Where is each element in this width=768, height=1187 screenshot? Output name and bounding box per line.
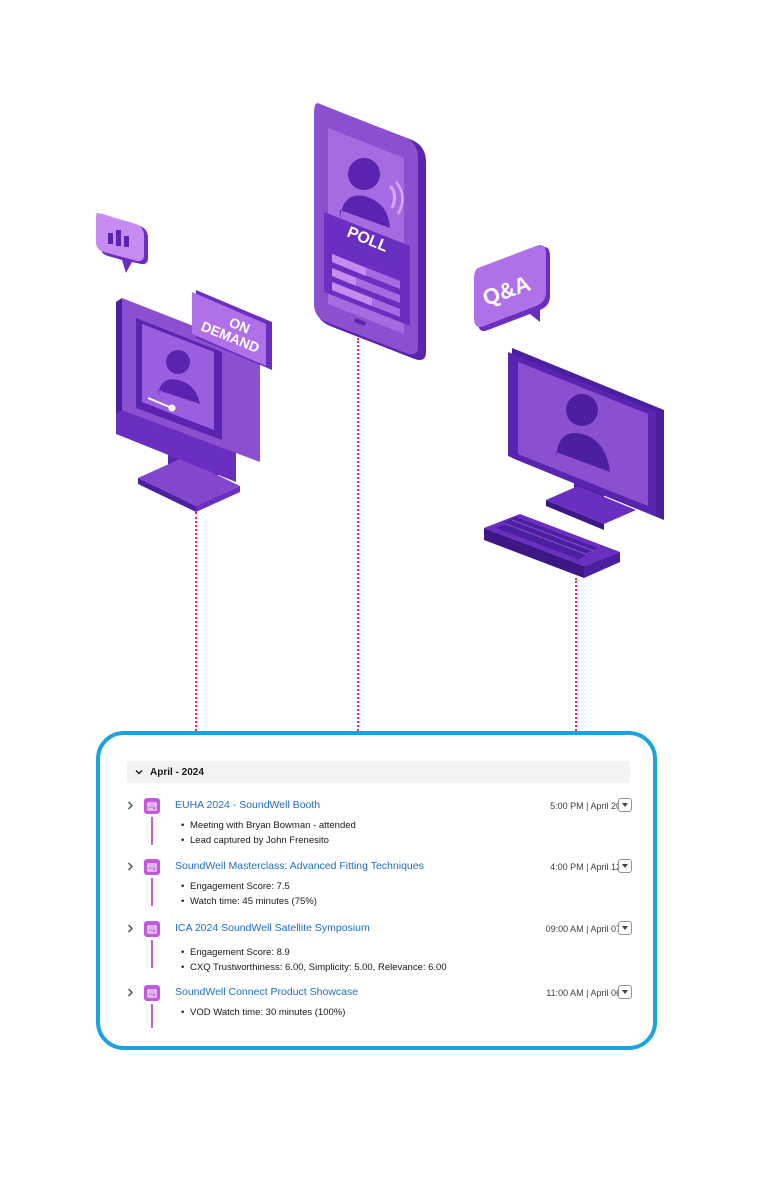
event-title-link[interactable]: EUHA 2024 - SoundWell Booth — [175, 799, 321, 811]
chevron-down-icon[interactable] — [135, 768, 143, 776]
caret-down-icon — [622, 803, 628, 807]
caret-down-icon — [622, 926, 628, 930]
event-actions-dropdown-button[interactable] — [618, 985, 632, 999]
event-time: 11:00 AM | April 06 — [546, 988, 621, 998]
on-demand-line1: ON — [227, 314, 252, 337]
event-detail-item: Meeting with Bryan Bowman - attended — [181, 818, 356, 833]
event-details: VOD Watch time: 30 minutes (100%) — [181, 1005, 345, 1020]
event-actions-dropdown-button[interactable] — [618, 921, 632, 935]
event-time: 4:00 PM | April 12 — [550, 862, 621, 872]
calendar-icon — [144, 921, 160, 937]
calendar-icon — [144, 985, 160, 1001]
timeline-line — [151, 1004, 153, 1028]
month-group-header[interactable]: April - 2024 — [127, 761, 630, 783]
event-detail-item: CXQ Trustworthiness: 6.00, Simplicity: 5… — [181, 960, 447, 975]
calendar-icon — [144, 798, 160, 814]
event-detail-item: Lead captured by John Frenesito — [181, 833, 356, 848]
on-demand-monitor-icon: ON DEMAND — [116, 290, 272, 512]
connector-right — [575, 578, 577, 731]
month-label: April - 2024 — [150, 766, 204, 778]
caret-down-icon — [622, 864, 628, 868]
event-actions-dropdown-button[interactable] — [618, 859, 632, 873]
event-title-link[interactable]: SoundWell Connect Product Showcase — [175, 986, 359, 998]
event-details: Meeting with Bryan Bowman - attended Lea… — [181, 818, 356, 848]
connector-left — [195, 512, 197, 731]
bar-chart-bubble-icon — [96, 212, 148, 273]
event-detail-item: Engagement Score: 8.9 — [181, 945, 447, 960]
desktop-computer-icon — [484, 348, 664, 578]
event-detail-item: VOD Watch time: 30 minutes (100%) — [181, 1005, 345, 1020]
caret-down-icon — [622, 990, 628, 994]
event-detail-item: Engagement Score: 7.5 — [181, 879, 317, 894]
timeline-line — [151, 817, 153, 845]
event-time: 5:00 PM | April 20 — [550, 801, 621, 811]
timeline-line — [151, 940, 153, 968]
event-actions-dropdown-button[interactable] — [618, 798, 632, 812]
chevron-right-icon[interactable] — [127, 924, 134, 933]
event-details: Engagement Score: 7.5 Watch time: 45 min… — [181, 879, 317, 909]
event-time: 09:00 AM | April 07 — [545, 924, 621, 934]
activity-timeline-card: April - 2024 EUHA 2024 - SoundWell Booth… — [96, 731, 657, 1050]
connector-center — [357, 338, 359, 731]
timeline-line — [151, 878, 153, 906]
illustration: ON DEMAND POLL Q&A — [96, 103, 664, 578]
calendar-icon — [144, 859, 160, 875]
event-title-link[interactable]: ICA 2024 SoundWell Satellite Symposium — [175, 922, 370, 934]
chevron-right-icon[interactable] — [127, 988, 134, 997]
event-detail-item: Watch time: 45 minutes (75%) — [181, 894, 317, 909]
poll-tablet-icon: POLL — [314, 103, 426, 360]
event-title-link[interactable]: SoundWell Masterclass: Advanced Fitting … — [175, 860, 424, 872]
event-details: Engagement Score: 8.9 CXQ Trustworthines… — [181, 945, 447, 975]
chevron-right-icon[interactable] — [127, 862, 134, 871]
qa-bubble-icon: Q&A — [474, 245, 550, 331]
chevron-right-icon[interactable] — [127, 801, 134, 810]
